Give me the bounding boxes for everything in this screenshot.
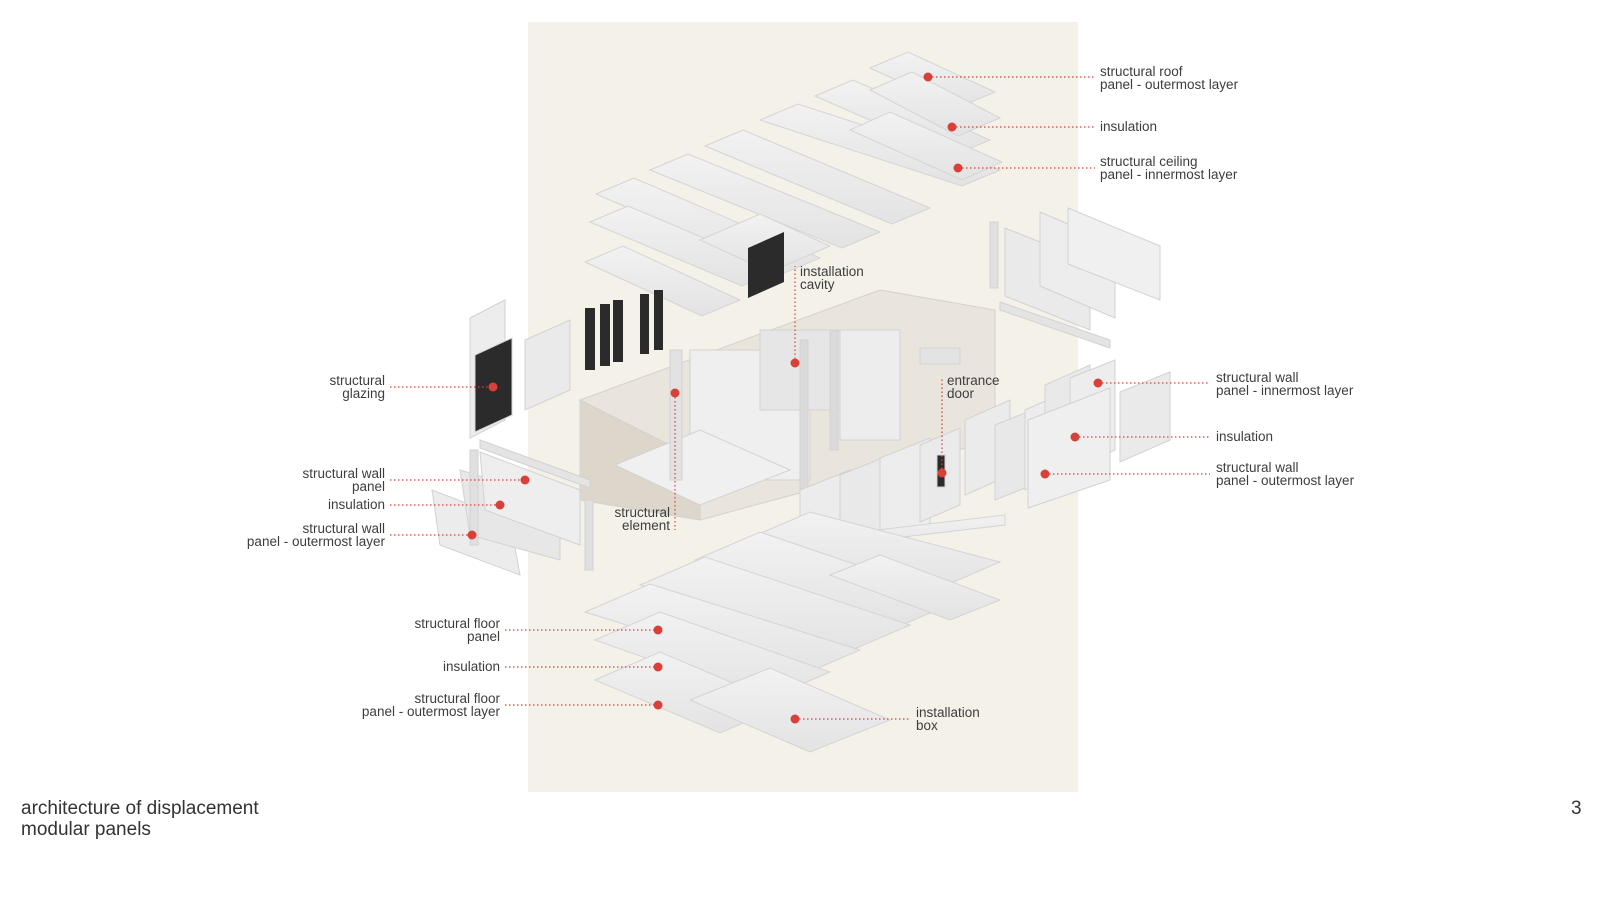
marker-right-wall-outer xyxy=(1040,469,1050,479)
marker-floor-panel xyxy=(653,625,663,635)
marker-left-wall-panel xyxy=(520,475,530,485)
label-roof-insulation: insulation xyxy=(1100,119,1158,134)
right-upper-wall-stack xyxy=(989,207,1161,349)
page-number: 3 xyxy=(1571,798,1582,819)
label-floor-insulation: insulation xyxy=(442,659,500,674)
leader-lines xyxy=(390,76,1210,720)
marker-floor-outer xyxy=(653,700,663,710)
marker-installation-cavity xyxy=(790,358,800,368)
marker-dots xyxy=(467,72,1103,724)
slide-title-line2: modular panels xyxy=(21,819,151,840)
roof-panel-stack xyxy=(583,51,1004,317)
marker-ceiling-inner xyxy=(953,163,963,173)
label-left-insulation: insulation xyxy=(327,497,385,512)
roof-dark-panels xyxy=(585,232,784,370)
marker-roof-outer xyxy=(923,72,933,82)
slide-title-line1: architecture of displacement xyxy=(21,798,259,819)
marker-right-insulation xyxy=(1070,432,1080,442)
marker-right-wall-inner xyxy=(1093,378,1103,388)
marker-left-wall-outer xyxy=(467,530,477,540)
marker-roof-insulation xyxy=(947,122,957,132)
marker-structural-glazing xyxy=(488,382,498,392)
marker-installation-box xyxy=(790,714,800,724)
marker-left-insulation xyxy=(495,500,505,510)
floor-panel-stack xyxy=(583,511,1006,753)
slide-title: architecture of displacement modular pan… xyxy=(21,798,259,840)
label-right-insulation: insulation xyxy=(1216,429,1274,444)
right-lower-wall-stack xyxy=(964,359,1171,509)
marker-entrance-door xyxy=(937,468,947,478)
marker-floor-insulation xyxy=(653,662,663,672)
marker-structural-element xyxy=(670,388,680,398)
left-wall-stack xyxy=(431,299,594,576)
